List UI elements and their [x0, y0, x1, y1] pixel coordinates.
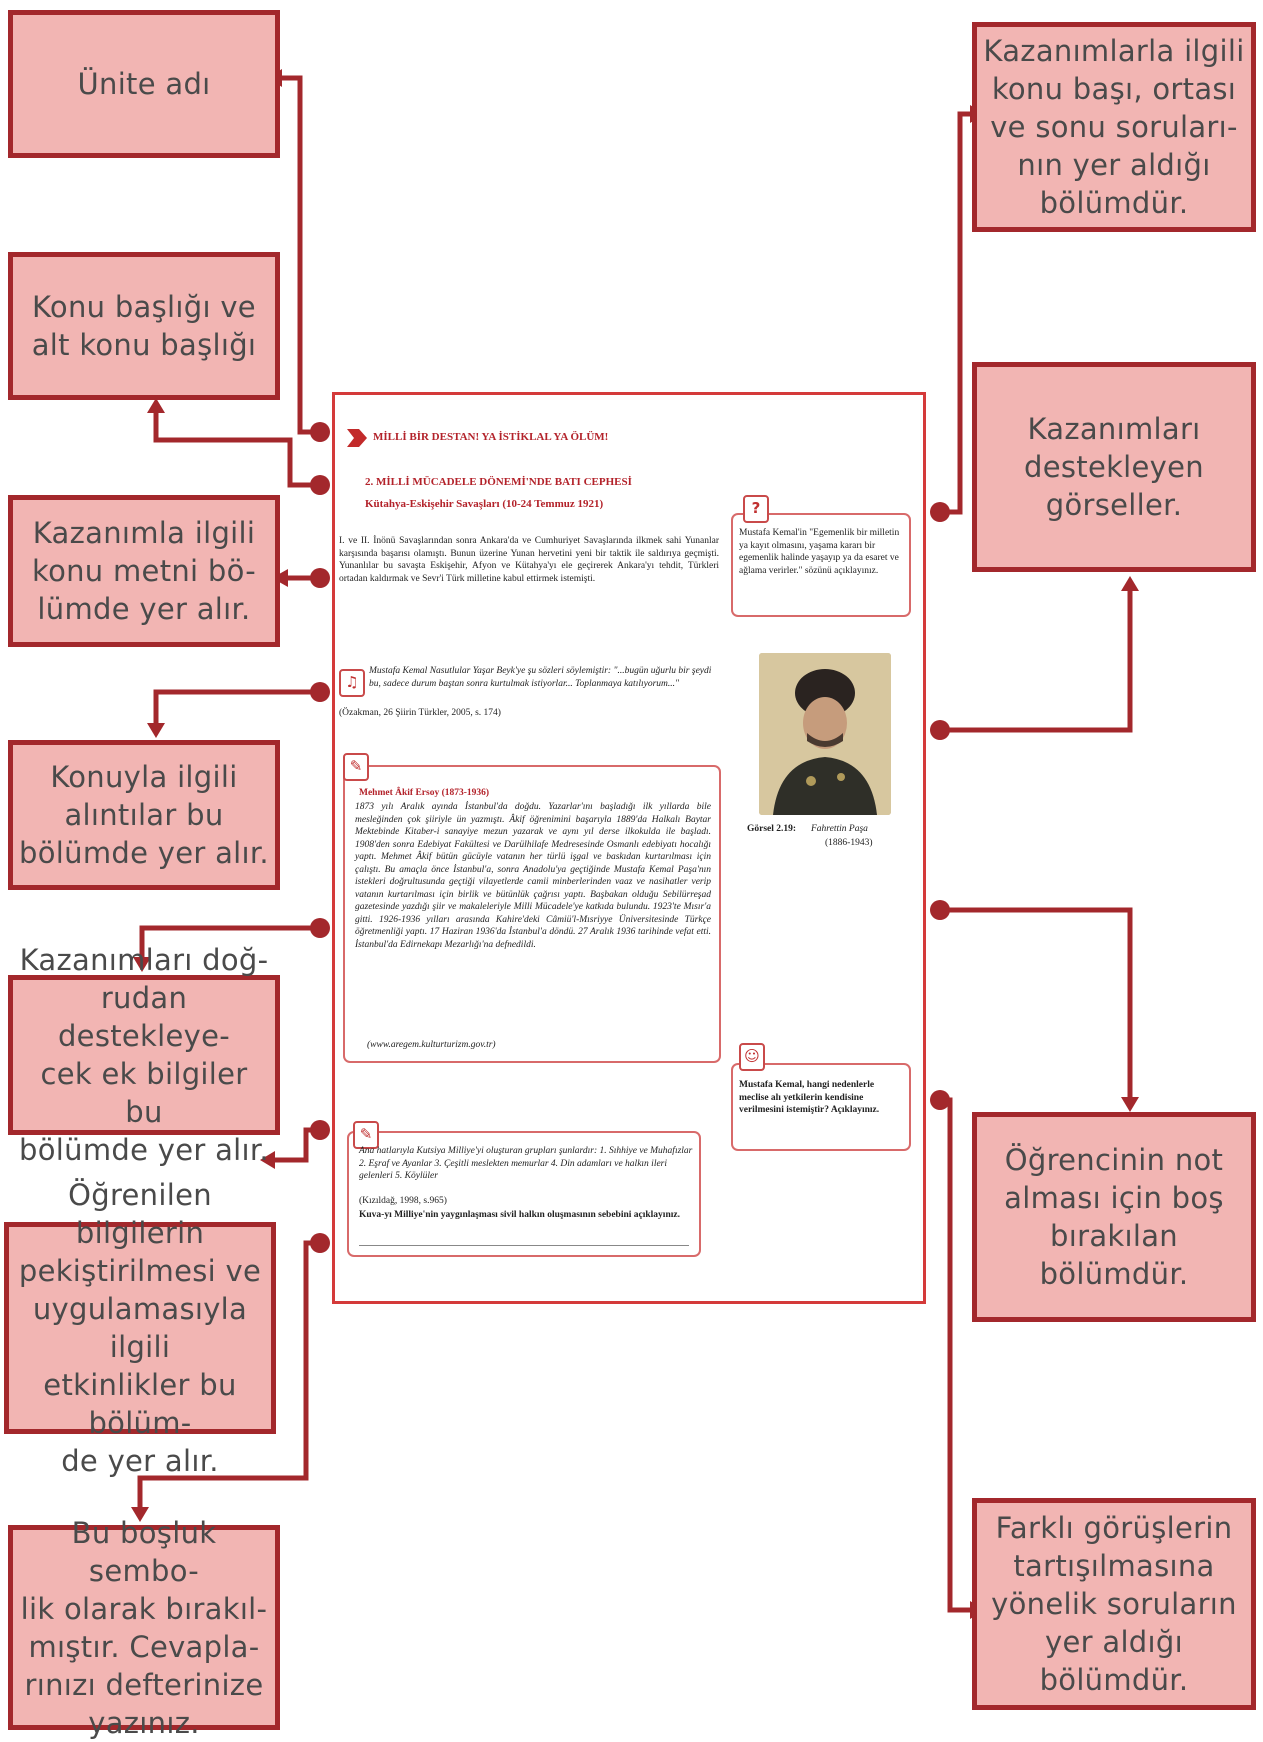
quote-music-icon: ♫ [339, 669, 365, 697]
info-text: 1873 yılı Aralık ayında İstanbul'da doğd… [355, 802, 711, 950]
answer-line [359, 1245, 689, 1246]
question-text: Mustafa Kemal'in "Egemenlik bir milletin… [739, 528, 900, 576]
info-source: (www.aregem.kulturturizm.gov.tr) [367, 1040, 496, 1050]
label-bosluk: Bu boşluk sembo- lik olarak bırakıl- mış… [8, 1516, 280, 1740]
body-text: I. ve II. İnönü Savaşlarından sonra Anka… [339, 536, 719, 584]
activity-magnifier-icon: ✎ [353, 1121, 379, 1149]
info-card: ✎ Mehmet Âkif Ersoy (1873-1936) 1873 yıl… [343, 753, 721, 1063]
label-konu-basligi: Konu başlığı ve alt konu başlığı [8, 252, 280, 400]
label-not: Öğrencinin not alması için boş bırakılan… [972, 1112, 1256, 1322]
discussion-text: Mustafa Kemal, hangi nedenlerle meclise … [739, 1080, 880, 1115]
portrait-figure [759, 653, 891, 815]
section-title: 2. MİLLİ MÜCADELE DÖNEMİ'NDE BATI CEPHES… [365, 476, 632, 488]
subsection-title: Kütahya-Eskişehir Savaşları (10-24 Temmu… [365, 498, 604, 510]
label-sorular: Kazanımlarla ilgili konu başı, ortası ve… [972, 22, 1256, 232]
photo-caption-name: Fahrettin Paşa [811, 824, 868, 834]
info-title: Mehmet Âkif Ersoy (1873-1936) [359, 788, 490, 798]
activity-source: (Kızıldağ, 1998, s.965) [359, 1196, 447, 1206]
discussion-card: ☺ Mustafa Kemal, hangi nedenlerle meclis… [731, 1043, 911, 1151]
unit-arrow-icon [347, 429, 367, 451]
discussion-people-icon: ☺ [739, 1043, 765, 1071]
photo-caption-years: (1886-1943) [825, 838, 873, 848]
unit-title: MİLLİ BİR DESTAN! YA İSTİKLAL YA ÖLÜM! [373, 431, 609, 443]
sample-textbook-page: MİLLİ BİR DESTAN! YA İSTİKLAL YA ÖLÜM! 2… [332, 392, 926, 1304]
label-ek-bilgiler: Kazanımları doğ- rudan destekleye- cek e… [8, 943, 280, 1167]
label-gorseller: Kazanımları destekleyen görseller. [972, 362, 1256, 572]
quote-text: Mustafa Kemal Nasutlular Yaşar Beyk'ye ş… [369, 666, 712, 689]
label-alintilar: Konuyla ilgili alıntılar bu bölümde yer … [8, 740, 280, 890]
info-pin-icon: ✎ [343, 753, 369, 781]
label-unite-adi: Ünite adı [8, 10, 280, 158]
question-card: ? Mustafa Kemal'in "Egemenlik bir millet… [731, 495, 911, 617]
label-konu-metni: Kazanımla ilgili konu metni bö- lümde ye… [8, 495, 280, 647]
activity-question: Kuva-yı Milliye'nin yaygınlaşması sivil … [359, 1210, 680, 1220]
activity-card: ✎ Ana hatlarıyla Kutsiya Milliye'yi oluş… [347, 1121, 701, 1257]
activity-text: Ana hatlarıyla Kutsiya Milliye'yi oluştu… [359, 1146, 693, 1181]
fahrettin-pasa-photo [759, 653, 891, 815]
photo-caption-label: Görsel 2.19: [747, 824, 797, 834]
label-etkinlikler: Öğrenilen bilgilerin pekiştirilmesi ve u… [4, 1178, 276, 1478]
label-farkli-gorusler: Farklı görüşlerin tartışılmasına yönelik… [972, 1498, 1256, 1710]
question-mark-icon: ? [743, 495, 769, 523]
quote-source: (Özakman, 26 Şiirin Türkler, 2005, s. 17… [339, 708, 501, 718]
